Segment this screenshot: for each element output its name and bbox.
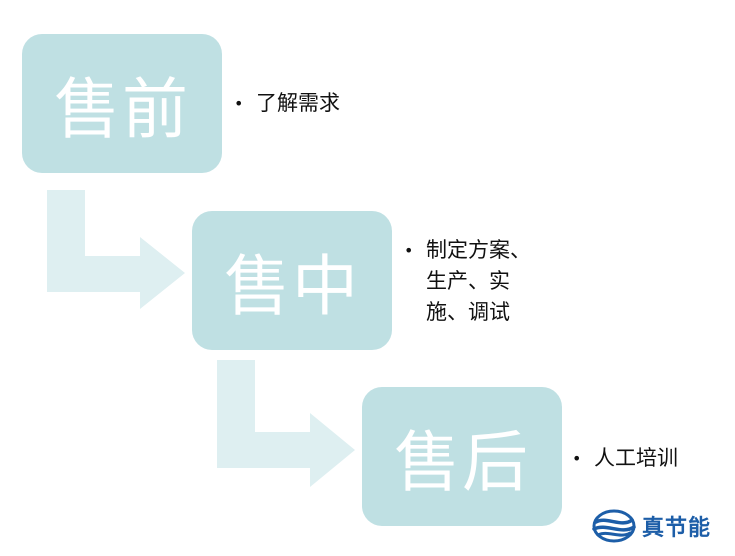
stage-box-presale: 售前 xyxy=(22,34,222,173)
stage-box-aftersale: 售后 xyxy=(362,387,562,526)
arrow-presale-to-sale xyxy=(47,190,185,309)
stage-bullets-aftersale: 人工培训 xyxy=(572,443,722,474)
stage-title-aftersale: 售后 xyxy=(394,423,530,501)
stage-box-sale: 售中 xyxy=(192,211,392,350)
brand-logo: 真节能 xyxy=(592,508,711,544)
bullet-item: 了解需求 xyxy=(234,88,384,119)
stage-title-presale: 售前 xyxy=(54,70,190,148)
stage-bullets-presale: 了解需求 xyxy=(234,88,384,119)
logo-text: 真节能 xyxy=(642,516,712,541)
bullet-item: 人工培训 xyxy=(572,443,722,474)
arrow-sale-to-aftersale xyxy=(217,360,355,487)
bullet-item: 制定方案、生产、实施、调试 xyxy=(404,235,544,328)
stage-bullets-sale: 制定方案、生产、实施、调试 xyxy=(404,235,544,328)
stage-title-sale: 售中 xyxy=(224,247,360,325)
wave-logo-icon xyxy=(592,509,636,543)
